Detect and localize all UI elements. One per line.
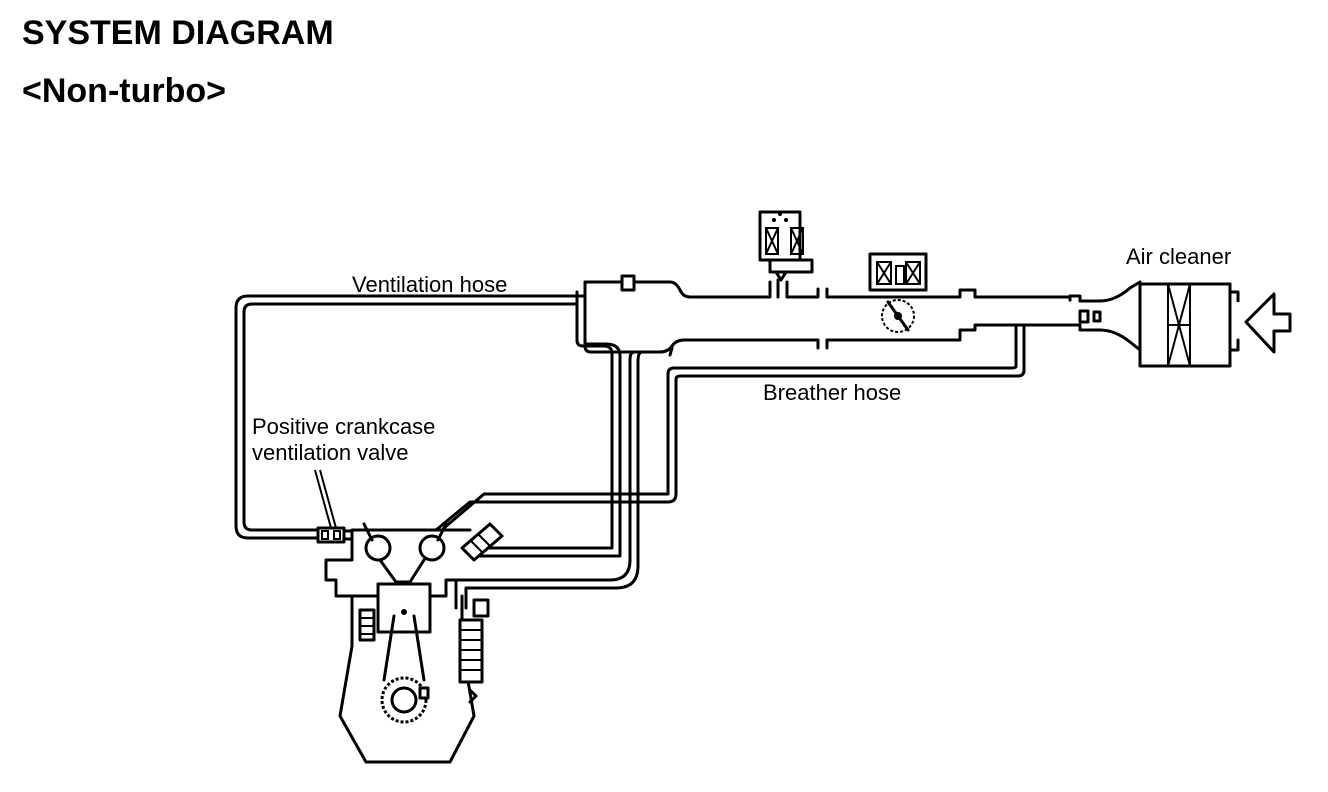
diagram-subtitle: <Non-turbo> — [22, 72, 226, 110]
pcv-valve-leader — [314, 469, 337, 529]
pcv-valve-label-line1: Positive crankcase — [252, 414, 435, 439]
ventilation-hose — [234, 282, 587, 540]
breather-hose-drop — [454, 350, 644, 610]
pcv-valve-label-line2: ventilation valve — [252, 440, 409, 465]
sensor-element-b — [1092, 310, 1102, 323]
throttle-position-sensor — [868, 252, 928, 292]
idle-control-valve — [758, 210, 814, 299]
breather-hose-label: Breather hose — [763, 380, 901, 405]
breather-hose — [434, 323, 1026, 532]
intake-air-arrow — [1244, 292, 1292, 354]
air-cleaner-box — [1138, 282, 1240, 368]
diagram-title: SYSTEM DIAGRAM — [22, 14, 334, 52]
engine-block — [338, 582, 476, 764]
pcv-valve — [316, 526, 354, 544]
ventilation-hose-label: Ventilation hose — [352, 272, 507, 297]
throttle-valve — [881, 299, 915, 333]
duct-fitting — [620, 274, 636, 292]
ventilation-hose-drop — [468, 294, 622, 558]
air-cleaner-label: Air cleaner — [1126, 244, 1231, 269]
oil-filter — [458, 598, 490, 704]
intake-duct — [583, 280, 1142, 357]
sensor-element-a — [1078, 309, 1090, 324]
fuel-injector — [460, 522, 504, 562]
engine-cylinder-head — [324, 522, 472, 598]
